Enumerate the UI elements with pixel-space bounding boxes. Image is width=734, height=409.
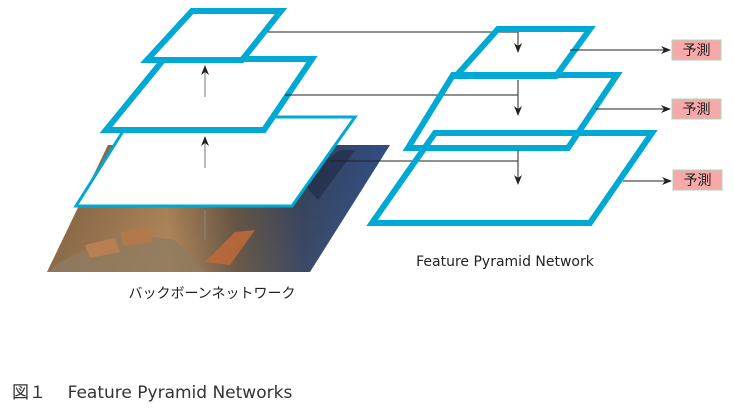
backbone-label: バックボーンネットワーク <box>128 286 295 302</box>
backbone-layer-top <box>140 8 288 63</box>
prediction-box: 予測 <box>671 39 722 61</box>
backbone-layer-bottom <box>73 115 358 208</box>
prediction-label: 予測 <box>683 102 711 118</box>
figure-caption-text: Feature Pyramid Networks <box>67 383 293 403</box>
prediction-label: 予測 <box>683 43 711 59</box>
fpn-label: Feature Pyramid Network <box>416 254 595 270</box>
prediction-label: 予測 <box>684 173 712 189</box>
fpn-layer-top <box>449 26 596 79</box>
fpn-diagram: 予測 予測 予測 バックボーンネットワーク Feature Pyramid Ne… <box>47 8 723 302</box>
backbone-layer-middle <box>99 56 318 133</box>
prediction-box: 予測 <box>672 169 723 191</box>
fpn-layer-middle <box>402 72 623 151</box>
figure-number: 図１ <box>12 383 46 403</box>
lateral-connection <box>285 94 522 116</box>
figure-caption: 図１ Feature Pyramid Networks <box>12 378 292 403</box>
prediction-box: 予測 <box>671 98 722 120</box>
